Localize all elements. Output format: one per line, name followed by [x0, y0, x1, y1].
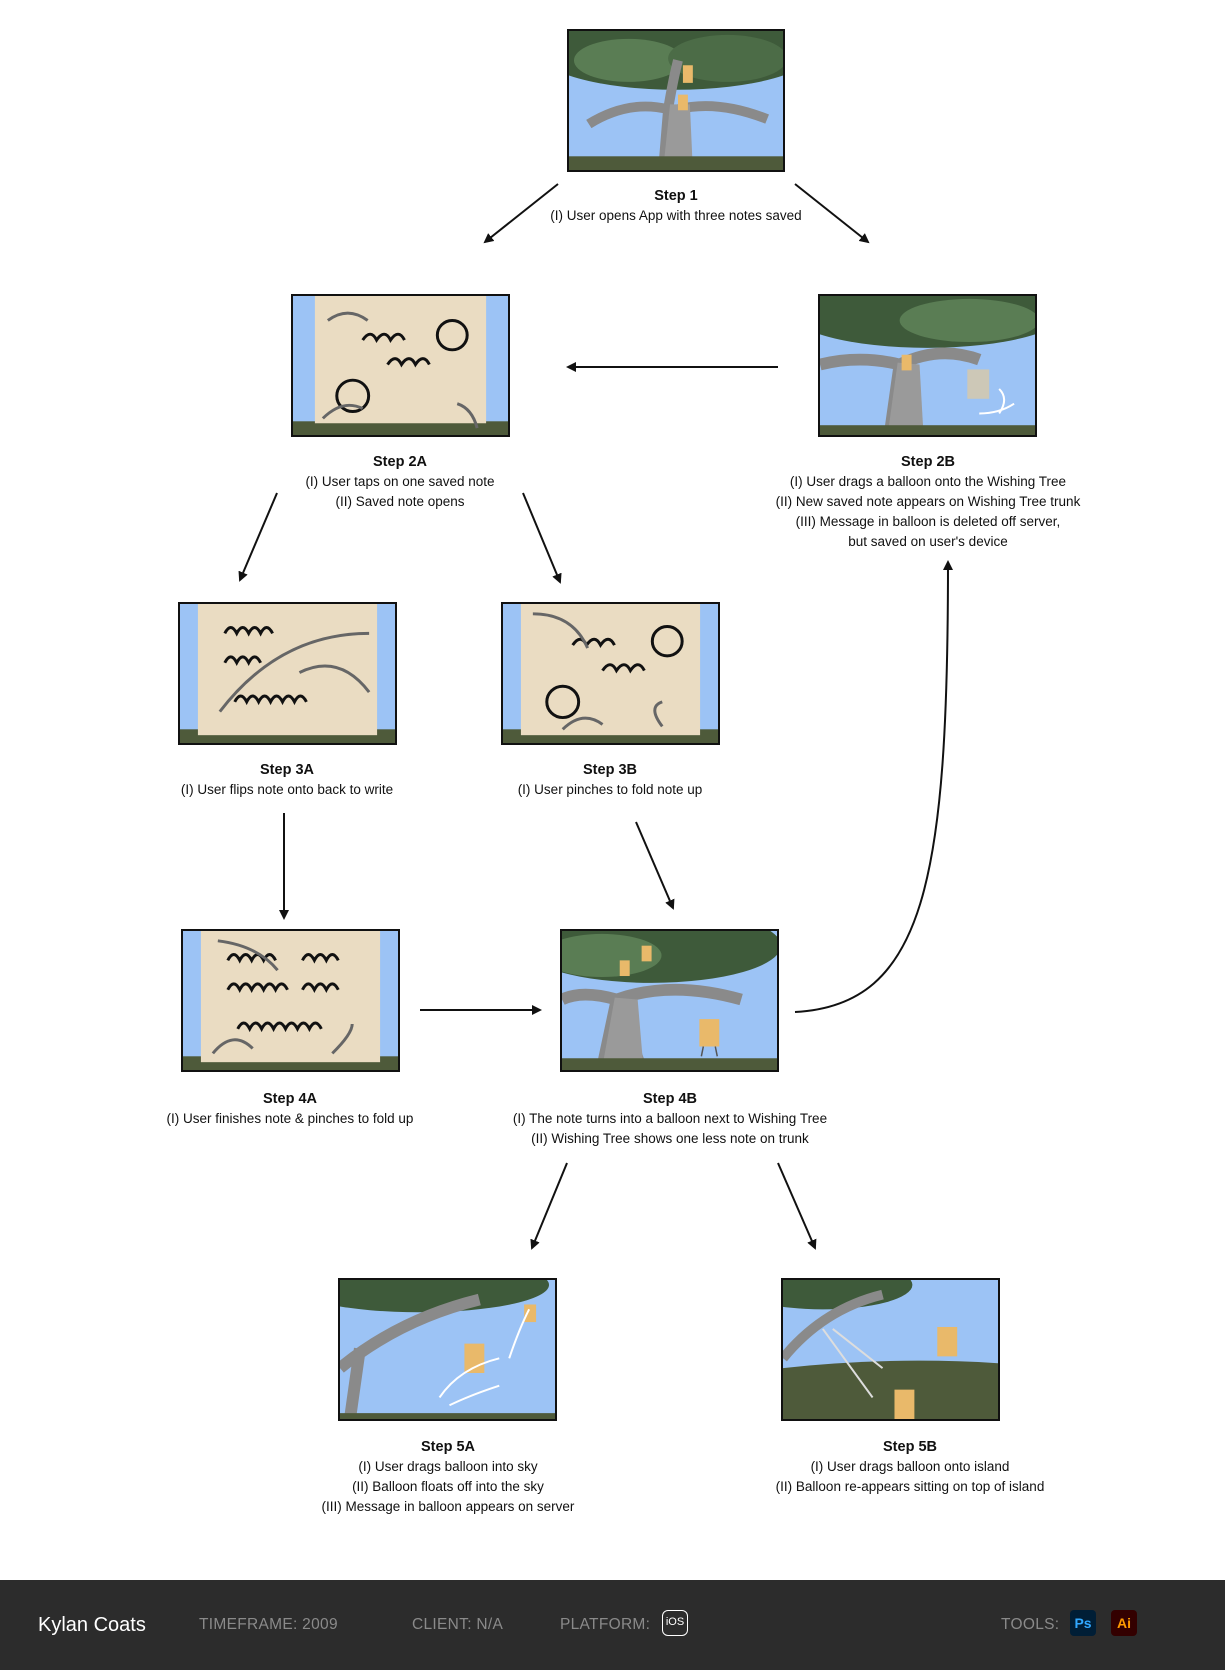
step-line: (III) Message in balloon appears on serv…: [321, 1499, 575, 1514]
tools-label: TOOLS:: [1001, 1616, 1060, 1633]
step-title: Step 2A: [373, 454, 427, 470]
step-line: (I) User flips note onto back to write: [180, 782, 394, 797]
footer-bar: Kylan Coats TIMEFRAME: 2009 CLIENT: N/A …: [0, 1580, 1225, 1670]
step-line: (I) User taps on one saved note: [305, 474, 495, 489]
step-line: (II) Balloon floats off into the sky: [352, 1479, 544, 1494]
step-line: (III) Message in balloon is deleted off …: [795, 514, 1061, 529]
arrow-step4b-to-5a: [530, 1162, 568, 1250]
step-line: but saved on user's device: [848, 534, 1008, 549]
step3a-thumbnail: [178, 602, 397, 745]
step-line: (I) User finishes note & pinches to fold…: [166, 1111, 414, 1126]
arrow-step4b-to-2b: [794, 560, 953, 1013]
step-line: (I) User drags balloon into sky: [358, 1459, 538, 1474]
step3b-thumbnail: [501, 602, 720, 745]
platform-label: PLATFORM:: [560, 1616, 651, 1633]
photoshop-icon: Ps: [1070, 1610, 1096, 1636]
step2b-thumbnail: [818, 294, 1037, 437]
step4a-caption: Step 4A (I) User finishes note & pinches…: [90, 1089, 490, 1129]
step-line: (I) User pinches to fold note up: [517, 782, 703, 797]
step4b-thumbnail: [560, 929, 779, 1072]
step-title: Step 5A: [421, 1439, 475, 1455]
step-title: Step 4B: [643, 1091, 697, 1107]
ios-icon: iOS: [662, 1610, 688, 1636]
step-title: Step 1: [654, 188, 698, 204]
step4a-thumbnail: [181, 929, 400, 1072]
step5a-thumbnail: [338, 1278, 557, 1421]
step-line: (II) New saved note appears on Wishing T…: [775, 494, 1081, 509]
step-line: (I) User drags balloon onto island: [810, 1459, 1010, 1474]
step-title: Step 5B: [883, 1439, 937, 1455]
step2b-caption: Step 2B (I) User drags a balloon onto th…: [728, 452, 1128, 552]
arrow-step4b-to-5b: [777, 1162, 817, 1250]
step2a-thumbnail: [291, 294, 510, 437]
step3b-caption: Step 3B (I) User pinches to fold note up: [410, 760, 810, 800]
step-title: Step 3A: [260, 762, 314, 778]
step5b-caption: Step 5B (I) User drags balloon onto isla…: [710, 1437, 1110, 1497]
step1-thumbnail: [567, 29, 785, 172]
step5b-thumbnail: [781, 1278, 1000, 1421]
arrow-step3b-to-4b: [635, 821, 675, 910]
step2a-caption: Step 2A (I) User taps on one saved note …: [200, 452, 600, 512]
step-line: (II) Wishing Tree shows one less note on…: [531, 1131, 809, 1146]
step-line: (I) User opens App with three notes save…: [550, 208, 802, 223]
illustrator-icon: Ai: [1111, 1610, 1137, 1636]
author-name: Kylan Coats: [38, 1614, 146, 1636]
step-line: (II) Balloon re-appears sitting on top o…: [775, 1479, 1045, 1494]
timeframe-label: TIMEFRAME: 2009: [199, 1616, 338, 1633]
step-line: (I) The note turns into a balloon next t…: [512, 1111, 828, 1126]
step-title: Step 4A: [263, 1091, 317, 1107]
step-line: (II) Saved note opens: [335, 494, 465, 509]
step-title: Step 2B: [901, 454, 955, 470]
step1-caption: Step 1 (I) User opens App with three not…: [476, 186, 876, 226]
step4b-caption: Step 4B (I) The note turns into a balloo…: [470, 1089, 870, 1149]
step3a-caption: Step 3A (I) User flips note onto back to…: [87, 760, 487, 800]
step-title: Step 3B: [583, 762, 637, 778]
step-line: (I) User drags a balloon onto the Wishin…: [789, 474, 1067, 489]
step5a-caption: Step 5A (I) User drags balloon into sky …: [248, 1437, 648, 1517]
client-label: CLIENT: N/A: [412, 1616, 504, 1633]
